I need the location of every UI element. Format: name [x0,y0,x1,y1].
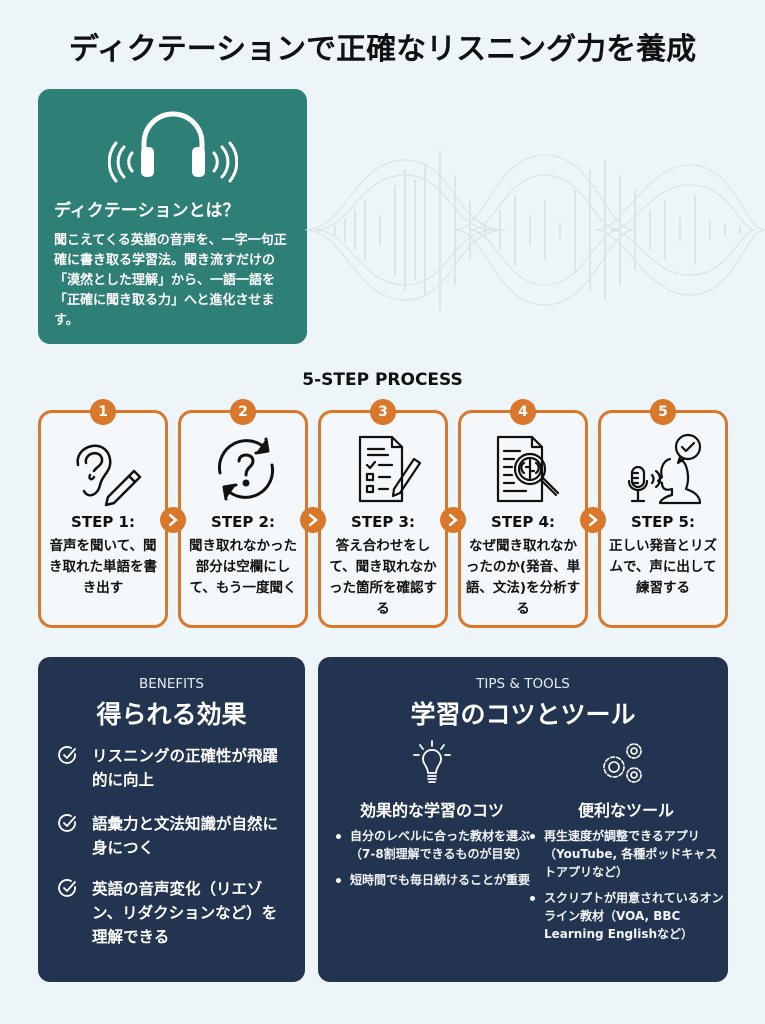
step-description: 聞き取れなかった部分は空欄にして、もう一度聞く [189,538,297,596]
lightbulb-icon [413,740,451,783]
step-card-3: 3 STEP 3: 答え合わせをして、聞き取れなかった箇所を確認する [318,399,448,628]
step-description: 正しい発音とリズムで、声に出して練習する [609,538,717,596]
tool-item: スクリプトが用意されているオンライン教材（VOA, BBC Learning E… [526,889,726,943]
replay-question-icon [217,437,275,501]
benefits-eyebrow: BENEFITS [139,676,204,692]
tool-item: 再生速度が調整できるアプリ（YouTube, 各種ポッドキャストアプリなど） [526,827,726,881]
sound-wave-decoration-icon [305,150,765,310]
step-label: STEP 1: [71,513,135,531]
document-magnifier-brain-icon [496,435,560,503]
step-number-badge: 1 [90,399,116,425]
step-description: 答え合わせをして、聞き取れなかった箇所を確認する [329,538,437,617]
ear-pencil-icon [76,444,142,507]
tips-title: 学習のコツとツール [410,700,636,729]
step-label: STEP 2: [211,513,275,531]
benefit-text: 語彙力と文法知識が自然に身につく [92,815,279,857]
process-heading: 5-STEP PROCESS [302,370,463,390]
gears-icon [603,743,642,783]
check-circle-icon [58,814,76,832]
tip-item: 自分のレベルに合った教材を選ぶ（7-8割理解できるものが目安） [332,827,532,863]
step-label: STEP 3: [351,513,415,531]
step-description: 音声を聞いて、聞き取れた単語を書き出す [49,538,157,596]
tools-list: 再生速度が調整できるアプリ（YouTube, 各種ポッドキャストアプリなど） ス… [526,827,726,951]
step-card-4: 4 STEP 4: なぜ聞き取れなかったのか(発音、単語、文法)を分析する [458,399,588,628]
next-arrow-icon [160,507,186,533]
step-card-5: 5 STEP 5: 正しい発音とリズムで、声に出して練習する [598,399,728,628]
step-number-badge: 2 [230,399,256,425]
step-label: STEP 5: [631,513,695,531]
page-title: ディクテーションで正確なリスニング力を養成 [68,32,697,67]
benefits-panel: BENEFITS 得られる効果 リスニングの正確性が飛躍的に向上 語彙力と文法知… [38,657,305,982]
checklist-pencil-icon [358,435,422,503]
check-circle-icon [58,879,76,897]
tips-panel: TIPS & TOOLS 学習のコツとツール 効果的な学習のコツ 自分のレベルに… [318,657,728,982]
tips-column-title: 便利なツール [577,801,674,820]
tip-item: 短時間でも毎日続けることが重要 [332,871,532,889]
step-number-badge: 5 [650,399,676,425]
intro-heading: ディクテーションとは？ [54,201,240,221]
step-description: なぜ聞き取れなかったのか(発音、単語、文法)を分析する [465,538,581,617]
tips-list: 自分のレベルに合った教材を選ぶ（7-8割理解できるものが目安） 短時間でも毎日続… [332,827,532,897]
headphones-icon [108,111,238,183]
step-label: STEP 4: [491,513,555,531]
benefit-text: 英語の音声変化（リエゾン、リダクションなど）を理解できる [92,880,278,946]
step-card-2: 2 STEP 2: 聞き取れなかった部分は空欄にして、もう一度聞く [178,399,308,628]
step-number-badge: 4 [510,399,536,425]
intro-description: 聞こえてくる英語の音声を、一字一句正確に書き取る学習法。聞き流すだけの「漠然とし… [54,233,287,328]
tips-column-title: 効果的な学習のコツ [359,801,504,820]
benefits-title: 得られる効果 [96,700,247,729]
next-arrow-icon [300,507,326,533]
step-card-1: 1 STEP 1: 音声を聞いて、聞き取れた単語を書き出す [38,399,168,628]
benefit-text: リスニングの正確性が飛躍的に向上 [92,747,279,789]
next-arrow-icon [440,507,466,533]
microphone-speaker-icon [627,433,702,505]
step-number-badge: 3 [370,399,396,425]
check-circle-icon [58,746,76,764]
next-arrow-icon [580,507,606,533]
tips-eyebrow: TIPS & TOOLS [476,676,570,692]
intro-card: ディクテーションとは？ 聞こえてくる英語の音声を、一字一句正確に書き取る学習法。… [38,89,307,344]
